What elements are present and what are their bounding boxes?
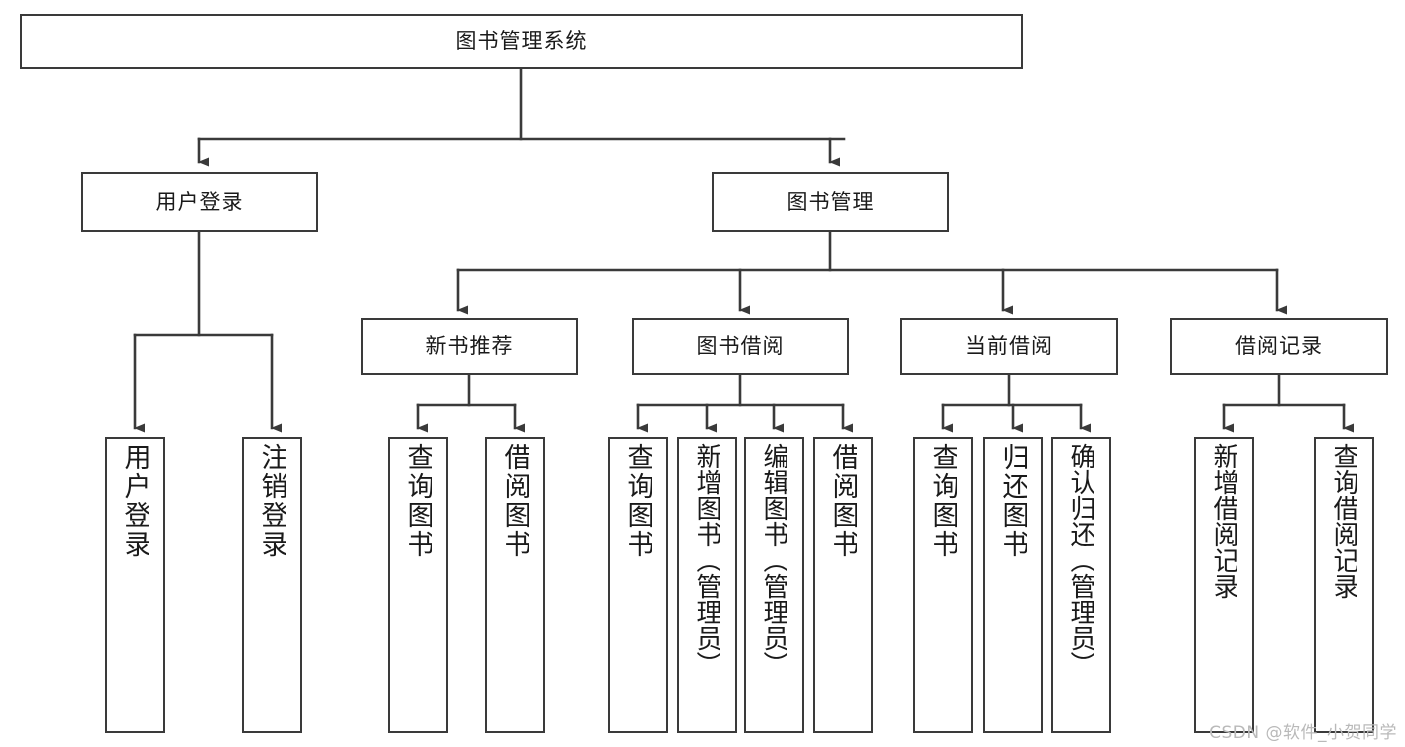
node-leaf-borrow-record-add[interactable]: 新增借阅记录 <box>1194 437 1254 733</box>
node-leaf-current-borrow-return-label: 归还图书 <box>999 443 1027 559</box>
node-leaf-book-borrow-borrow[interactable]: 借阅图书 <box>813 437 873 733</box>
node-borrow-record[interactable]: 借阅记录 <box>1170 318 1388 375</box>
node-book-management-label: 图书管理 <box>786 189 875 214</box>
csdn-watermark: CSDN @软件_小贺同学 <box>1209 723 1397 743</box>
node-leaf-borrow-record-query-label: 查询借阅记录 <box>1331 443 1357 599</box>
node-leaf-borrow-record-query[interactable]: 查询借阅记录 <box>1314 437 1374 733</box>
node-user-login-label: 用户登录 <box>155 189 244 214</box>
node-leaf-book-borrow-borrow-label: 借阅图书 <box>829 443 857 559</box>
node-root-system-label: 图书管理系统 <box>455 29 588 54</box>
node-leaf-current-borrow-query-label: 查询图书 <box>929 443 957 559</box>
node-leaf-book-borrow-query-label: 查询图书 <box>624 443 652 559</box>
node-leaf-current-borrow-return[interactable]: 归还图书 <box>983 437 1043 733</box>
node-leaf-current-borrow-confirm[interactable]: 确认归还（管理员） <box>1051 437 1111 733</box>
node-leaf-book-borrow-edit-label: 编辑图书（管理员） <box>761 443 787 677</box>
node-root-system[interactable]: 图书管理系统 <box>20 14 1023 69</box>
node-leaf-new-book-borrow-label: 借阅图书 <box>501 443 529 559</box>
node-current-borrow-label: 当前借阅 <box>965 334 1053 359</box>
node-leaf-user-login-signout-label: 注销登录 <box>258 443 286 559</box>
node-user-login[interactable]: 用户登录 <box>81 172 318 232</box>
node-leaf-new-book-query-label: 查询图书 <box>404 443 432 559</box>
node-leaf-book-borrow-query[interactable]: 查询图书 <box>608 437 668 733</box>
node-leaf-current-borrow-query[interactable]: 查询图书 <box>913 437 973 733</box>
node-new-book-recommend[interactable]: 新书推荐 <box>361 318 578 375</box>
node-book-borrow-label: 图书借阅 <box>696 334 785 359</box>
node-leaf-user-login-signout[interactable]: 注销登录 <box>242 437 302 733</box>
node-leaf-new-book-borrow[interactable]: 借阅图书 <box>485 437 545 733</box>
node-leaf-user-login-signin-label: 用户登录 <box>121 443 149 559</box>
node-leaf-borrow-record-add-label: 新增借阅记录 <box>1211 443 1237 599</box>
node-new-book-recommend-label: 新书推荐 <box>425 334 514 359</box>
node-leaf-user-login-signin[interactable]: 用户登录 <box>105 437 165 733</box>
node-leaf-book-borrow-add[interactable]: 新增图书（管理员） <box>677 437 737 733</box>
node-leaf-current-borrow-confirm-label: 确认归还（管理员） <box>1068 443 1094 677</box>
node-book-borrow[interactable]: 图书借阅 <box>632 318 849 375</box>
node-borrow-record-label: 借阅记录 <box>1235 334 1323 359</box>
node-current-borrow[interactable]: 当前借阅 <box>900 318 1118 375</box>
node-leaf-book-borrow-edit[interactable]: 编辑图书（管理员） <box>744 437 804 733</box>
node-book-management[interactable]: 图书管理 <box>712 172 949 232</box>
node-leaf-book-borrow-add-label: 新增图书（管理员） <box>694 443 720 677</box>
node-leaf-new-book-query[interactable]: 查询图书 <box>388 437 448 733</box>
